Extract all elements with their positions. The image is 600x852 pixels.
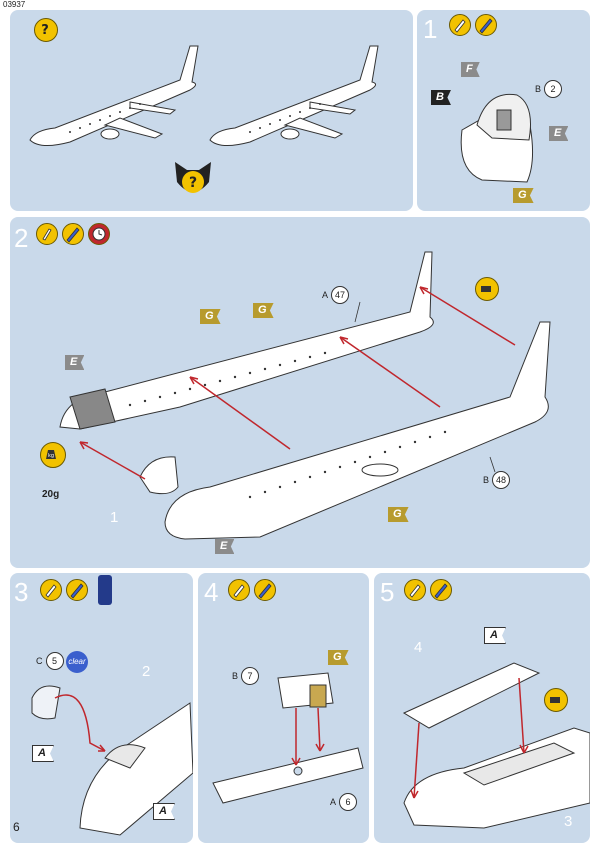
part-ref-b48: B 48 (483, 471, 511, 489)
part-ref-number: 6 (339, 793, 358, 811)
cockpit-bulkhead-drawing (460, 93, 533, 183)
part-ref-c5: C 5 (36, 652, 64, 670)
part-flag-b: B (431, 90, 451, 105)
step-1-panel: 1 F B E G B 2 (417, 10, 590, 211)
clear-paint-badge: clear (66, 651, 88, 673)
brush-icon (404, 579, 426, 601)
part-ref-letter: A (330, 797, 337, 807)
brush-icon (40, 579, 62, 601)
part-ref-number: 5 (45, 652, 64, 670)
part-flag-f: F (461, 62, 480, 77)
svg-text:?: ? (189, 175, 197, 191)
clock-icon (88, 223, 110, 245)
weight-label: 20g (42, 489, 60, 500)
step-number: 2 (14, 223, 29, 253)
glue-icon (36, 223, 58, 245)
part-ref-b7: B 7 (232, 667, 260, 685)
step-3-panel: 3 C 5 clear A A 2 (10, 573, 193, 843)
part-flag-e: E (65, 355, 85, 370)
canopy-drawing (31, 685, 193, 836)
part-ref-letter: B (232, 671, 239, 681)
callout-part-3: 3 (564, 813, 573, 830)
callout-part-1: 1 (110, 509, 119, 526)
product-code: 03937 (3, 0, 26, 9)
step-number: 1 (423, 14, 438, 44)
part-flag-g: G (328, 650, 349, 665)
page-number: 6 (13, 820, 20, 834)
overview-question-icon: ? (173, 160, 213, 200)
part-flag-e: E (215, 539, 235, 554)
cockpit-floor-drawing (212, 672, 364, 804)
part-flag-e: E (549, 126, 569, 141)
fuselage-assembly-drawing (59, 251, 551, 540)
part-flag-g: G (388, 507, 409, 522)
part-ref-number: 2 (544, 80, 563, 98)
airliner-overview-drawing (29, 45, 379, 146)
svg-text:?: ? (41, 23, 49, 38)
paint-brush-icon (430, 579, 452, 601)
part-ref-letter: B (535, 84, 542, 94)
weight-icon: kg (40, 442, 66, 468)
step-number: 5 (380, 577, 395, 607)
tape-icon (544, 688, 568, 712)
paint-brush-icon (475, 14, 497, 36)
paint-brush-icon (66, 579, 88, 601)
step-2-panel: 2 G G E G E A 47 (10, 217, 590, 568)
part-flag-g: G (200, 309, 221, 324)
part-ref-number: 7 (241, 667, 260, 685)
step-5-panel: 5 A 4 3 (374, 573, 590, 843)
step-number: 3 (14, 577, 29, 607)
part-ref-b2: B 2 (535, 80, 563, 98)
part-flag-g: G (253, 303, 274, 318)
brush-icon (228, 579, 250, 601)
part-flag-a: A (484, 627, 506, 644)
paint-brush-icon (254, 579, 276, 601)
part-ref-number: 48 (492, 471, 511, 489)
step-number: 4 (204, 577, 219, 607)
part-flag-a: A (32, 745, 54, 762)
part-ref-a47: A 47 (322, 286, 350, 304)
paint-brush-icon (62, 223, 84, 245)
part-ref-a6: A 6 (330, 793, 358, 811)
part-ref-number: 47 (331, 286, 350, 304)
step-4-panel: 4 G B 7 A 6 (198, 573, 369, 843)
brush-icon (449, 14, 471, 36)
svg-text:kg: kg (48, 453, 54, 459)
clear-paint-bottle-icon (98, 575, 112, 605)
callout-part-2: 2 (142, 663, 151, 680)
question-mark-icon: ? (34, 18, 58, 42)
callout-part-4: 4 (414, 639, 423, 656)
part-ref-letter: C (36, 656, 43, 666)
part-ref-letter: A (322, 290, 329, 300)
fuselage-top-drawing (402, 662, 590, 829)
intro-panel: ? ? (10, 10, 413, 211)
part-ref-letter: B (483, 475, 490, 485)
tape-icon (475, 277, 499, 301)
part-flag-g: G (513, 188, 534, 203)
